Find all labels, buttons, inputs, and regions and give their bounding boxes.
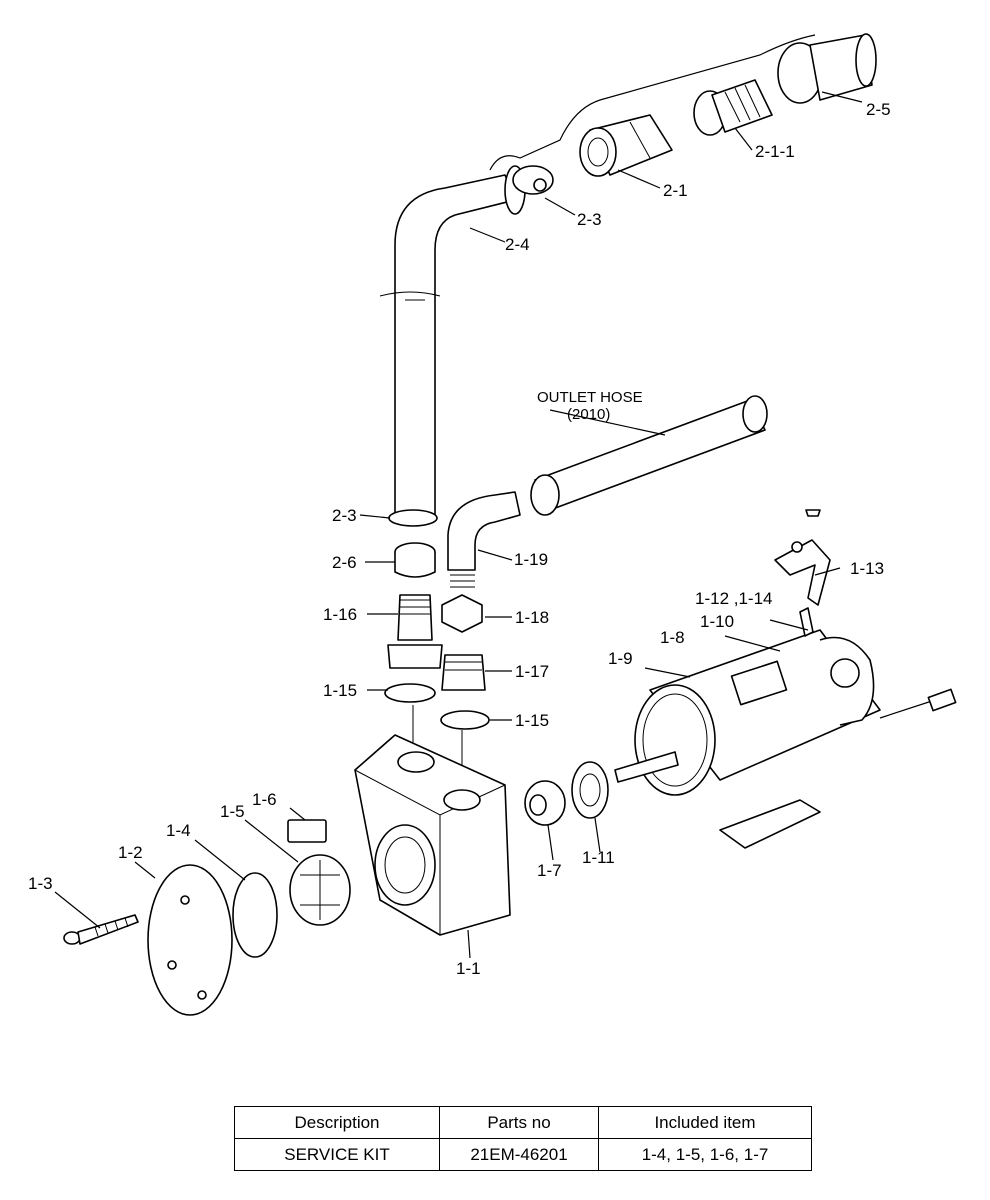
callout-1-2: 1-2 bbox=[118, 843, 143, 862]
callout-2-3: 2-3 bbox=[577, 210, 602, 229]
header-description: Description bbox=[234, 1106, 440, 1139]
callout-2-1-1: 2-1-1 bbox=[755, 142, 795, 161]
table-row: SERVICE KIT 21EM-46201 1-4, 1-5, 1-6, 1-… bbox=[234, 1138, 812, 1171]
o-ring-1-4 bbox=[232, 872, 278, 958]
callout-labels: 2-5 2-1-1 2-1 2-3 2-4 2-3 2-6 1-16 1-15 … bbox=[28, 100, 891, 978]
callout-1-7: 1-7 bbox=[537, 861, 562, 880]
insert-1-6 bbox=[287, 819, 327, 843]
callout-1-10: 1-10 bbox=[700, 612, 734, 631]
outlet-hose-code: (2010) bbox=[567, 406, 610, 423]
header-parts-no: Parts no bbox=[439, 1106, 599, 1139]
end-cover-1-2 bbox=[147, 864, 233, 1016]
fitting-1-17 bbox=[441, 654, 486, 691]
callout-1-16: 1-16 bbox=[323, 605, 357, 624]
bearing-1-11 bbox=[571, 761, 609, 819]
suction-elbow-pipe bbox=[379, 174, 516, 516]
callout-1-15: 1-15 bbox=[515, 711, 549, 730]
cable-connector bbox=[927, 688, 957, 712]
seal-1-7 bbox=[524, 780, 566, 826]
callout-1-19: 1-19 bbox=[514, 550, 548, 569]
bracket-1-13 bbox=[774, 509, 831, 606]
callout-2-3: 2-3 bbox=[332, 506, 357, 525]
outlet-hose-2010 bbox=[530, 395, 768, 516]
o-ring-1-15-left bbox=[384, 683, 436, 703]
outlet-hose-label: OUTLET HOSE bbox=[537, 389, 643, 406]
screw-1-3 bbox=[63, 914, 139, 945]
callout-1-13: 1-13 bbox=[850, 559, 884, 578]
callout-2-5: 2-5 bbox=[866, 100, 891, 119]
callout-1-8: 1-8 bbox=[660, 628, 685, 647]
nipple-1-16 bbox=[387, 594, 443, 669]
cell-parts-no: 21EM-46201 bbox=[439, 1138, 599, 1171]
callout-1-18: 1-18 bbox=[515, 608, 549, 627]
service-kit-table: Description Parts no Included item SERVI… bbox=[234, 1106, 812, 1171]
callout-1-3: 1-3 bbox=[28, 874, 53, 893]
wire-loop bbox=[489, 34, 816, 171]
callout-2-1: 2-1 bbox=[663, 181, 688, 200]
switch-1-12 bbox=[799, 607, 814, 637]
callout-1-12-1-14: 1-12 ,1-14 bbox=[695, 589, 773, 608]
callout-1-9: 1-9 bbox=[608, 649, 633, 668]
callout-1-17: 1-17 bbox=[515, 662, 549, 681]
cell-description: SERVICE KIT bbox=[234, 1138, 440, 1171]
nut-1-18 bbox=[441, 594, 483, 633]
callout-1-4: 1-4 bbox=[166, 821, 191, 840]
callout-1-15: 1-15 bbox=[323, 681, 357, 700]
pump-body-1-1 bbox=[354, 734, 511, 936]
strainer-2-1-1 bbox=[693, 79, 773, 136]
pipe-end-2-5 bbox=[777, 33, 877, 104]
leader-lines bbox=[54, 91, 863, 959]
callout-2-4: 2-4 bbox=[505, 235, 530, 254]
bushing-2-6 bbox=[394, 542, 436, 578]
impeller-1-5 bbox=[289, 854, 351, 926]
hose-clamp-upper bbox=[504, 165, 554, 215]
callout-1-1: 1-1 bbox=[456, 959, 481, 978]
table-header-row: Description Parts no Included item bbox=[234, 1106, 812, 1139]
callout-2-6: 2-6 bbox=[332, 553, 357, 572]
motor-cable bbox=[879, 699, 936, 719]
header-included-item: Included item bbox=[598, 1106, 812, 1139]
check-valve-2-1 bbox=[579, 114, 673, 177]
hose-clamp-lower bbox=[388, 509, 438, 527]
elbow-fitting-1-19 bbox=[447, 491, 521, 588]
cell-included-item: 1-4, 1-5, 1-6, 1-7 bbox=[598, 1138, 812, 1171]
callout-1-5: 1-5 bbox=[220, 802, 245, 821]
motor-1-8 bbox=[614, 629, 881, 849]
callout-1-6: 1-6 bbox=[252, 790, 277, 809]
o-ring-1-15-right bbox=[440, 710, 490, 730]
callout-1-11: 1-11 bbox=[582, 848, 615, 867]
